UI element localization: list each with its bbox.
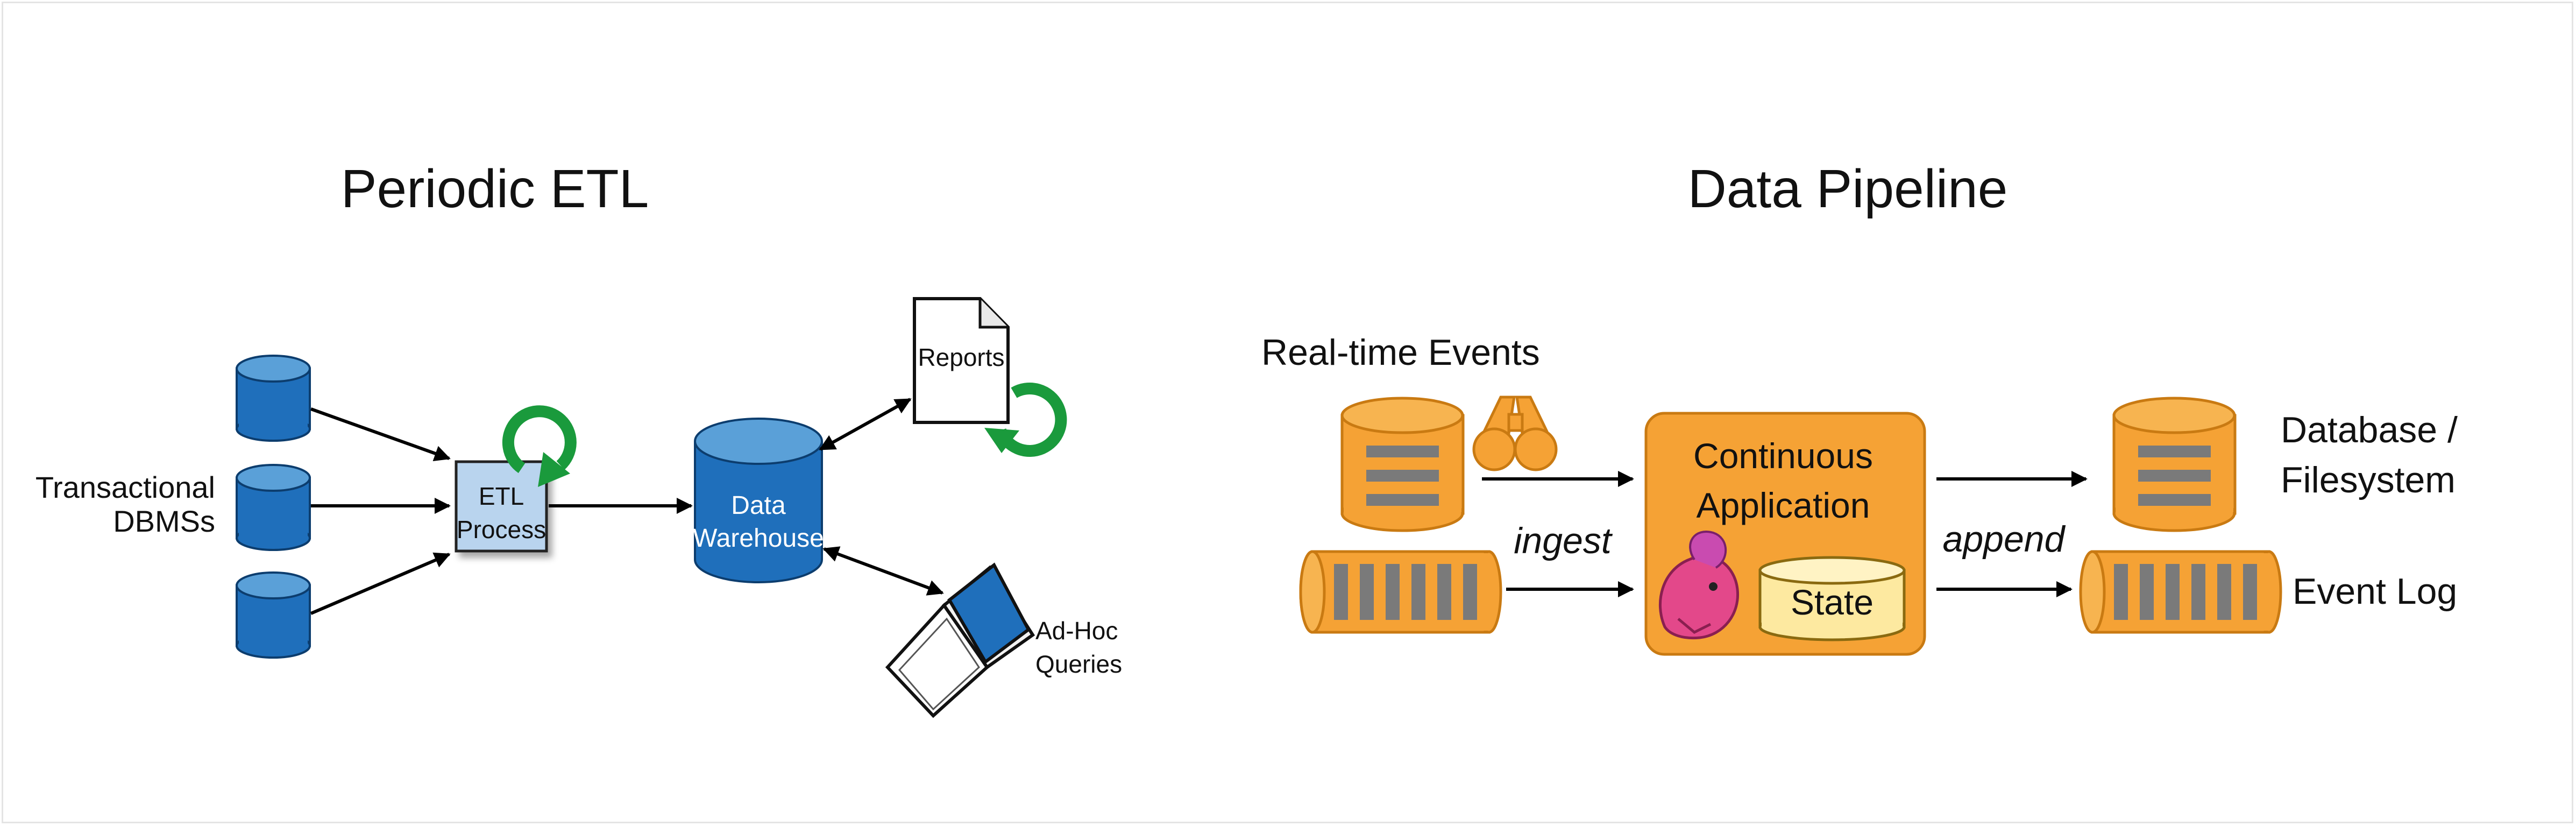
arrow-db1-to-etl (310, 407, 451, 462)
etl-title: Periodic ETL (341, 159, 649, 219)
pipeline-title: Data Pipeline (1688, 159, 2008, 219)
adhoc-line1: Ad-Hoc (1035, 617, 1118, 645)
arrow-warehouse-reports (819, 398, 912, 451)
source-log-cylinder-icon (1299, 550, 1502, 634)
app-box-line2: Application (1697, 485, 1870, 525)
realtime-events-label: Real-time Events (1261, 332, 1540, 373)
source-db-1-icon (236, 355, 311, 442)
sink-database-icon (2112, 397, 2237, 532)
refresh-icon (502, 405, 577, 487)
state-label: State (1791, 582, 1874, 622)
source-db-3-icon (236, 571, 311, 659)
refresh-icon (984, 382, 1067, 457)
warehouse-line2: Warehouse (693, 524, 824, 553)
binoculars-icon (1472, 396, 1558, 471)
laptop-icon (885, 562, 1035, 718)
adhoc-line2: Queries (1035, 650, 1122, 678)
sink-log-cylinder-icon (2079, 550, 2282, 634)
sources-label-line2: DBMSs (113, 504, 215, 538)
arrow-warehouse-queries (822, 546, 944, 596)
reports-label: Reports (918, 343, 1004, 371)
state-database-icon: State (1758, 556, 1906, 641)
source-db-2-icon (236, 464, 311, 551)
event-log-label: Event Log (2293, 571, 2457, 612)
app-box-line1: Continuous (1693, 436, 1873, 476)
sources-label-line1: Transactional (36, 470, 215, 504)
sink-db-line1: Database / (2281, 410, 2458, 450)
squirrel-icon (1658, 531, 1740, 640)
etl-process-box: ETL Process (455, 460, 548, 553)
append-label: append (1943, 519, 2066, 560)
warehouse-line1: Data (731, 491, 786, 520)
arrow-db3-to-etl (310, 552, 451, 615)
sink-db-line2: Filesystem (2281, 460, 2456, 500)
etl-box-line2: Process (457, 516, 546, 543)
ingest-label: ingest (1514, 520, 1613, 561)
etl-box-line1: ETL (479, 482, 524, 510)
document-icon: Reports (913, 297, 1010, 424)
source-database-icon (1340, 397, 1465, 532)
data-warehouse-icon: Data Warehouse (693, 418, 824, 583)
